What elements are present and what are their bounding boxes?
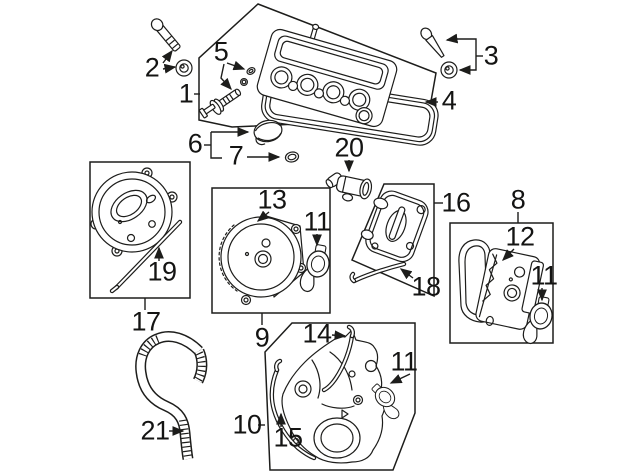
- leader-lines: [144, 33, 547, 436]
- callout-12: 12: [505, 221, 535, 252]
- o-ring-7: [284, 151, 300, 163]
- timing-cover-13: [218, 215, 307, 306]
- callout-2: 2: [144, 52, 160, 83]
- gasket-strip-15: [269, 358, 317, 461]
- callout-6: 6: [187, 128, 203, 159]
- callout-11b: 11: [530, 260, 558, 291]
- callout-10: 10: [232, 409, 262, 440]
- bolt-2: [150, 18, 181, 52]
- valve-cover-1: [256, 23, 398, 128]
- callout-13: 13: [257, 184, 287, 215]
- box-8: [449, 222, 556, 348]
- callout-11c: 11: [390, 346, 418, 377]
- seal-strip-14: [321, 324, 355, 393]
- bolt-3: [420, 27, 445, 58]
- callout-19: 19: [147, 256, 177, 287]
- callout-17: 17: [131, 306, 161, 337]
- callout-15: 15: [273, 422, 303, 453]
- callout-1: 1: [178, 78, 194, 109]
- callout-11a: 11: [303, 206, 331, 237]
- box-16: [349, 183, 435, 298]
- grommet-2: [175, 59, 193, 77]
- region-outline-1: [198, 3, 437, 128]
- callout-9: 9: [254, 322, 270, 353]
- grommet-3: [440, 61, 458, 79]
- oil-filler-cap-6: [253, 119, 283, 146]
- gasket-strip-18: [349, 261, 407, 284]
- callout-7: 7: [228, 140, 244, 171]
- callout-3: 3: [483, 40, 499, 71]
- timing-belt-21: [135, 331, 208, 460]
- callout-18: 18: [411, 271, 441, 302]
- callout-16: 16: [441, 187, 471, 218]
- callout-4: 4: [441, 85, 457, 116]
- callout-20: 20: [334, 132, 364, 163]
- rear-cover-17: [90, 167, 178, 257]
- callout-14: 14: [302, 318, 332, 349]
- cam-sensor-20: [325, 172, 373, 202]
- gasket-strip-19: [109, 219, 183, 294]
- callout-8: 8: [510, 184, 526, 215]
- callout-21: 21: [140, 415, 170, 446]
- box-9: [211, 187, 333, 314]
- upper-cover-12: [475, 248, 545, 330]
- rear-cover-16: [360, 190, 429, 263]
- callout-5: 5: [213, 36, 229, 67]
- box-17: [89, 161, 191, 299]
- tube-seal-parts-5: [198, 67, 256, 119]
- box-10: [264, 322, 416, 471]
- lower-cover-10: [281, 329, 386, 464]
